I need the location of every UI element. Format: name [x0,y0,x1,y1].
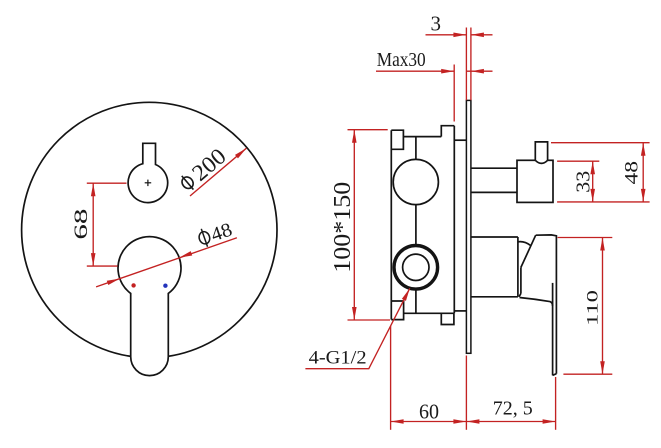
svg-text:48: 48 [622,161,643,185]
svg-text:72, 5: 72, 5 [493,398,533,420]
svg-text:60: 60 [419,400,439,424]
svg-text:110: 110 [585,290,602,326]
svg-text:33: 33 [572,171,594,193]
svg-text:Max30: Max30 [377,50,426,71]
svg-text:3: 3 [430,11,441,35]
svg-text:68: 68 [71,209,92,240]
svg-text:100*150: 100*150 [330,182,356,273]
svg-text:4-G1/2: 4-G1/2 [309,347,367,368]
